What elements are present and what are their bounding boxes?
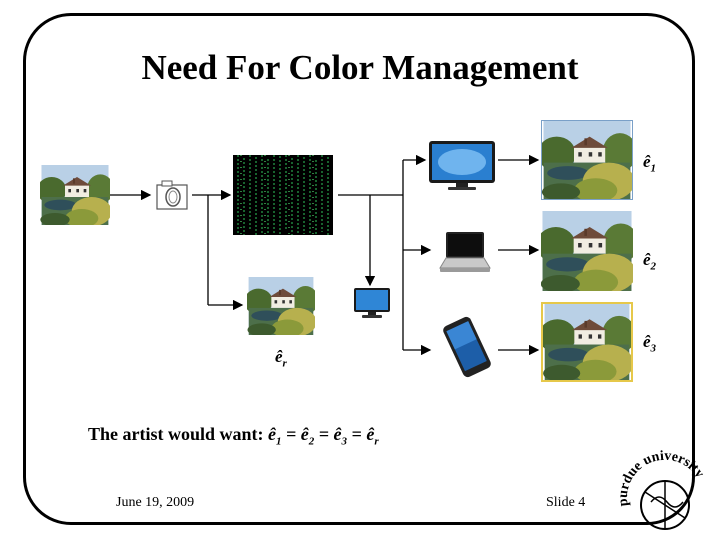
footer-slide-number: Slide 4 — [546, 495, 586, 510]
camera-icon — [156, 180, 188, 210]
monitor-icon — [429, 141, 495, 190]
reference-image — [247, 277, 315, 335]
university-seal-logo: purdue university — [616, 449, 707, 530]
laptop-icon — [439, 232, 491, 272]
output-image-1 — [541, 120, 633, 200]
digital-data-matrix — [233, 155, 333, 235]
phone-icon — [443, 316, 491, 378]
output-image-2 — [541, 211, 633, 291]
caption: The artist would want: ê1 = ê2 = ê3 = êr — [88, 424, 379, 448]
slide-title: Need For Color Management — [141, 48, 579, 87]
output-image-3 — [541, 302, 633, 382]
footer-date: June 19, 2009 — [116, 495, 195, 510]
svg-text:purdue university: purdue university — [616, 449, 707, 507]
source-image — [40, 165, 110, 225]
reference-label: êr — [275, 347, 287, 370]
small-monitor-icon — [354, 288, 390, 318]
output-label-2: ê2 — [643, 250, 657, 273]
output-label-3: ê3 — [643, 332, 657, 355]
output-label-1: ê1 — [643, 152, 657, 175]
slide-frame — [23, 13, 695, 525]
